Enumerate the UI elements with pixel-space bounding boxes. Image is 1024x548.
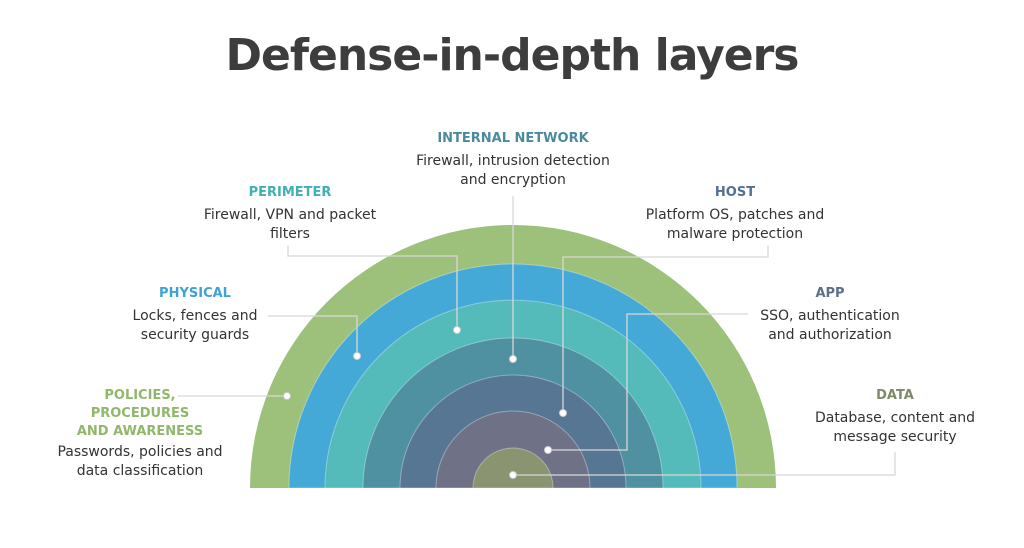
dot-internal (509, 355, 517, 363)
label-internal-network: INTERNAL NETWORK Firewall, intrusion det… (416, 131, 610, 188)
leader-host (562, 246, 769, 413)
label-physical: PHYSICAL Locks, fences and security guar… (132, 286, 258, 343)
leader-lines (178, 196, 896, 476)
label-policies: POLICIES, PROCEDURES AND AWARENESS Passw… (57, 388, 223, 479)
dot-perimeter (453, 326, 461, 334)
label-data: DATA Database, content and message secur… (814, 388, 976, 445)
dot-data (509, 471, 517, 479)
leader-physical (268, 315, 358, 356)
dot-physical (353, 352, 361, 360)
page-title: Defense-in-depth layers (225, 30, 800, 81)
dot-policies (283, 392, 291, 400)
label-host: HOST Platform OS, patches and malware pr… (645, 185, 825, 242)
layer-dots (283, 326, 567, 479)
label-app: APP SSO, authentication and authorizatio… (760, 286, 900, 343)
leader-data (513, 452, 896, 476)
leader-perimeter (287, 246, 458, 330)
dot-host (559, 409, 567, 417)
dot-app (544, 446, 552, 454)
label-perimeter: PERIMETER Firewall, VPN and packet filte… (203, 185, 377, 242)
leader-app (548, 313, 748, 451)
